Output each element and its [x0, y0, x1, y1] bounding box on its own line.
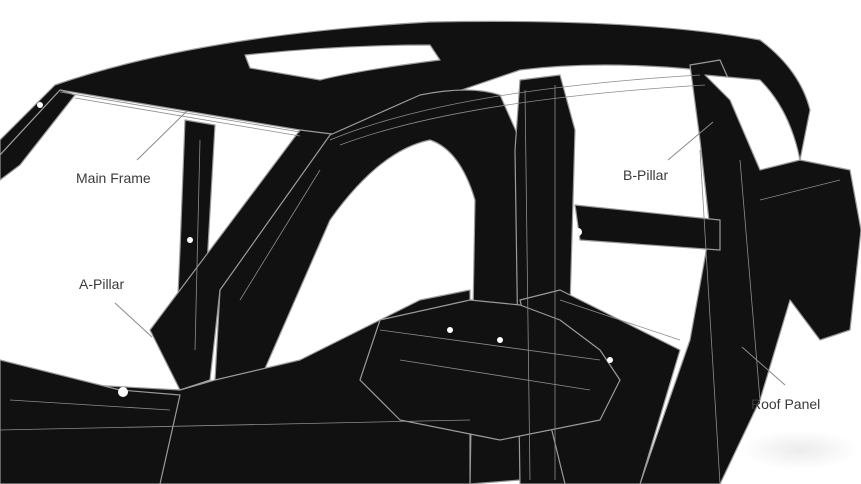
label-a-pillar: A-Pillar: [79, 276, 125, 292]
label-main-frame: Main Frame: [76, 170, 151, 186]
leader-main-frame: [136, 110, 188, 161]
ground-shadow: [740, 430, 860, 470]
leader-b-pillar: [667, 121, 714, 161]
roof-panel-shape: [0, 20, 811, 171]
leader-roof-panel: [741, 346, 786, 386]
label-b-pillar: B-Pillar: [623, 167, 669, 183]
label-roof-panel: Roof Panel: [751, 396, 821, 412]
leader-a-pillar: [114, 302, 153, 338]
